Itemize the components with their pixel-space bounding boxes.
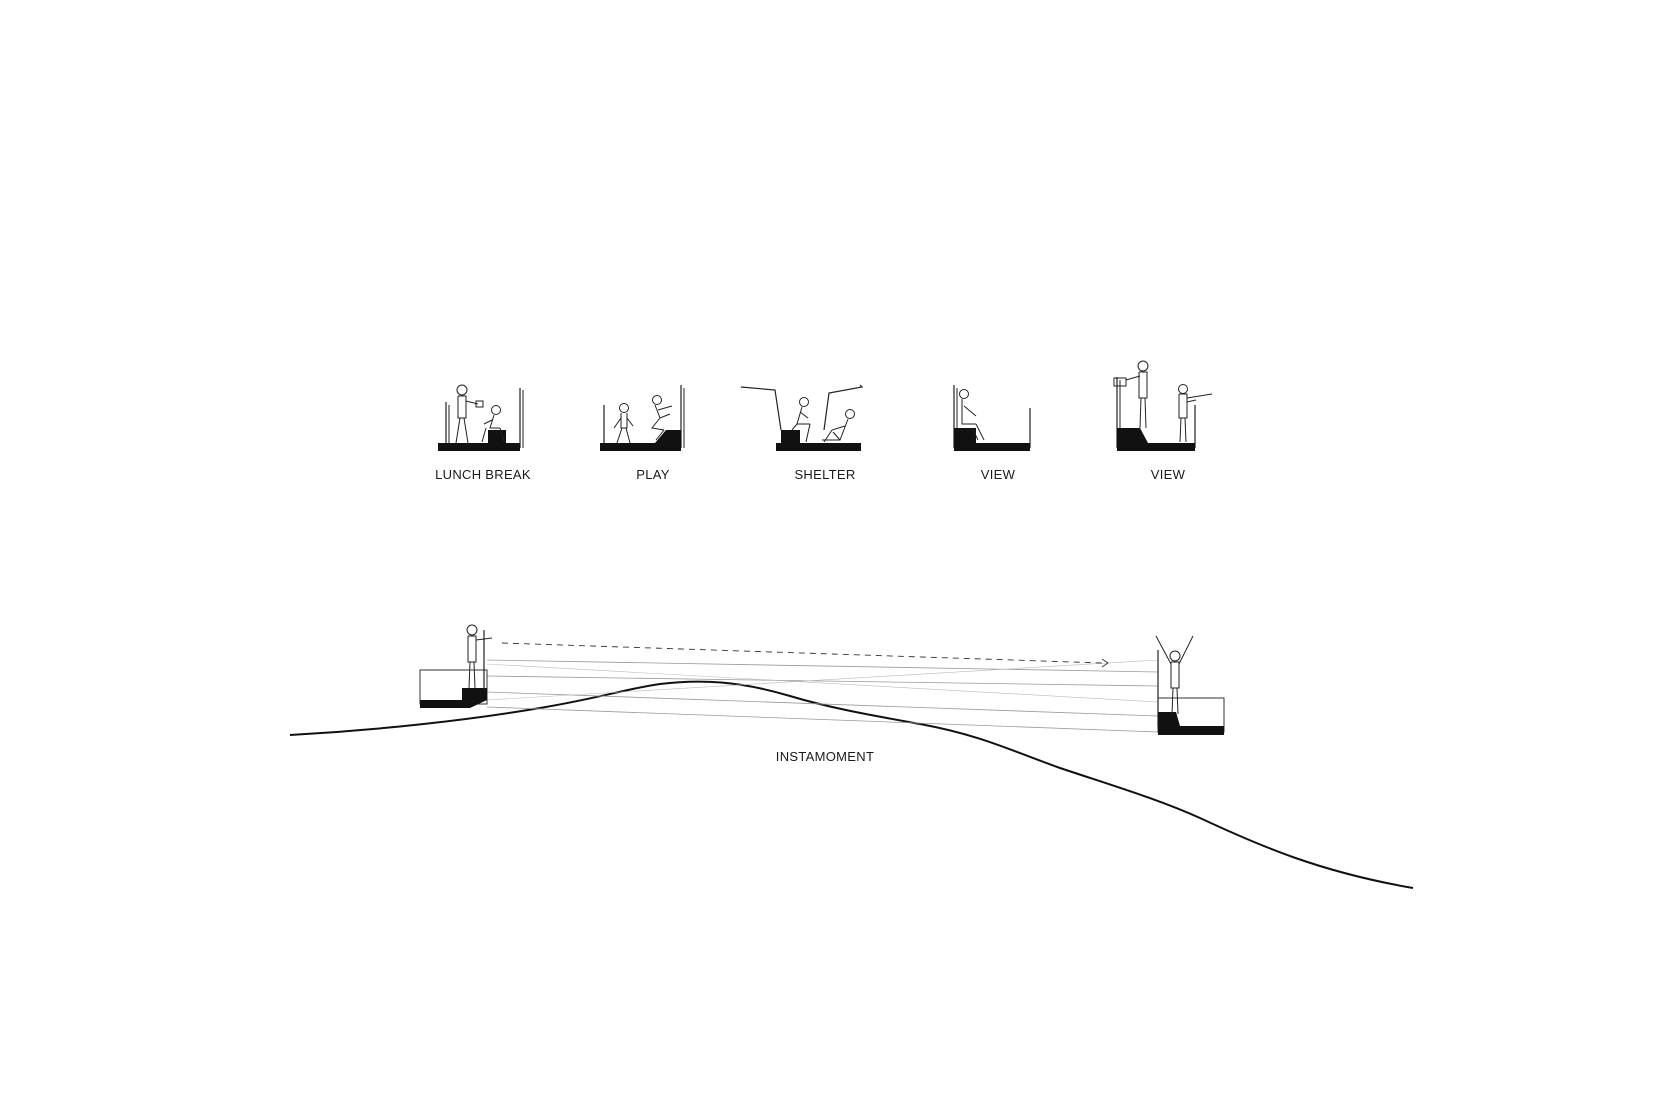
person-walking-icon	[613, 403, 634, 444]
person-sitting-icon	[791, 397, 811, 443]
scenario-shelter-figure	[740, 384, 864, 451]
person-sitting-icon	[959, 389, 985, 441]
person-pointing-icon	[1178, 384, 1213, 443]
person-jumping-icon	[651, 395, 673, 441]
scenario-lunch-break-figure	[438, 384, 524, 451]
person-reclining-icon	[822, 409, 855, 443]
label-shelter: SHELTER	[794, 467, 856, 482]
label-lunch-break: LUNCH BREAK	[435, 467, 531, 482]
label-play: PLAY	[636, 467, 670, 482]
label-instamoment: INSTAMOMENT	[775, 749, 875, 764]
arrow-head-icon	[1101, 658, 1109, 668]
person-sitting-icon	[481, 405, 505, 443]
person-arms-raised-icon	[1155, 635, 1194, 715]
label-view-standing: VIEW	[1150, 467, 1186, 482]
person-standing-icon	[455, 384, 484, 444]
scenario-play-figure	[600, 385, 685, 451]
terrain-profile	[289, 680, 1414, 889]
person-photographing-icon	[1113, 360, 1149, 429]
person-waving-icon	[466, 624, 493, 689]
section-instamoment-figure	[289, 624, 1414, 889]
scenario-view-seated-figure	[953, 385, 1031, 451]
label-view-seated: VIEW	[980, 467, 1016, 482]
scenario-view-standing-figure	[1113, 360, 1213, 451]
dashed-sightline	[501, 642, 1103, 664]
